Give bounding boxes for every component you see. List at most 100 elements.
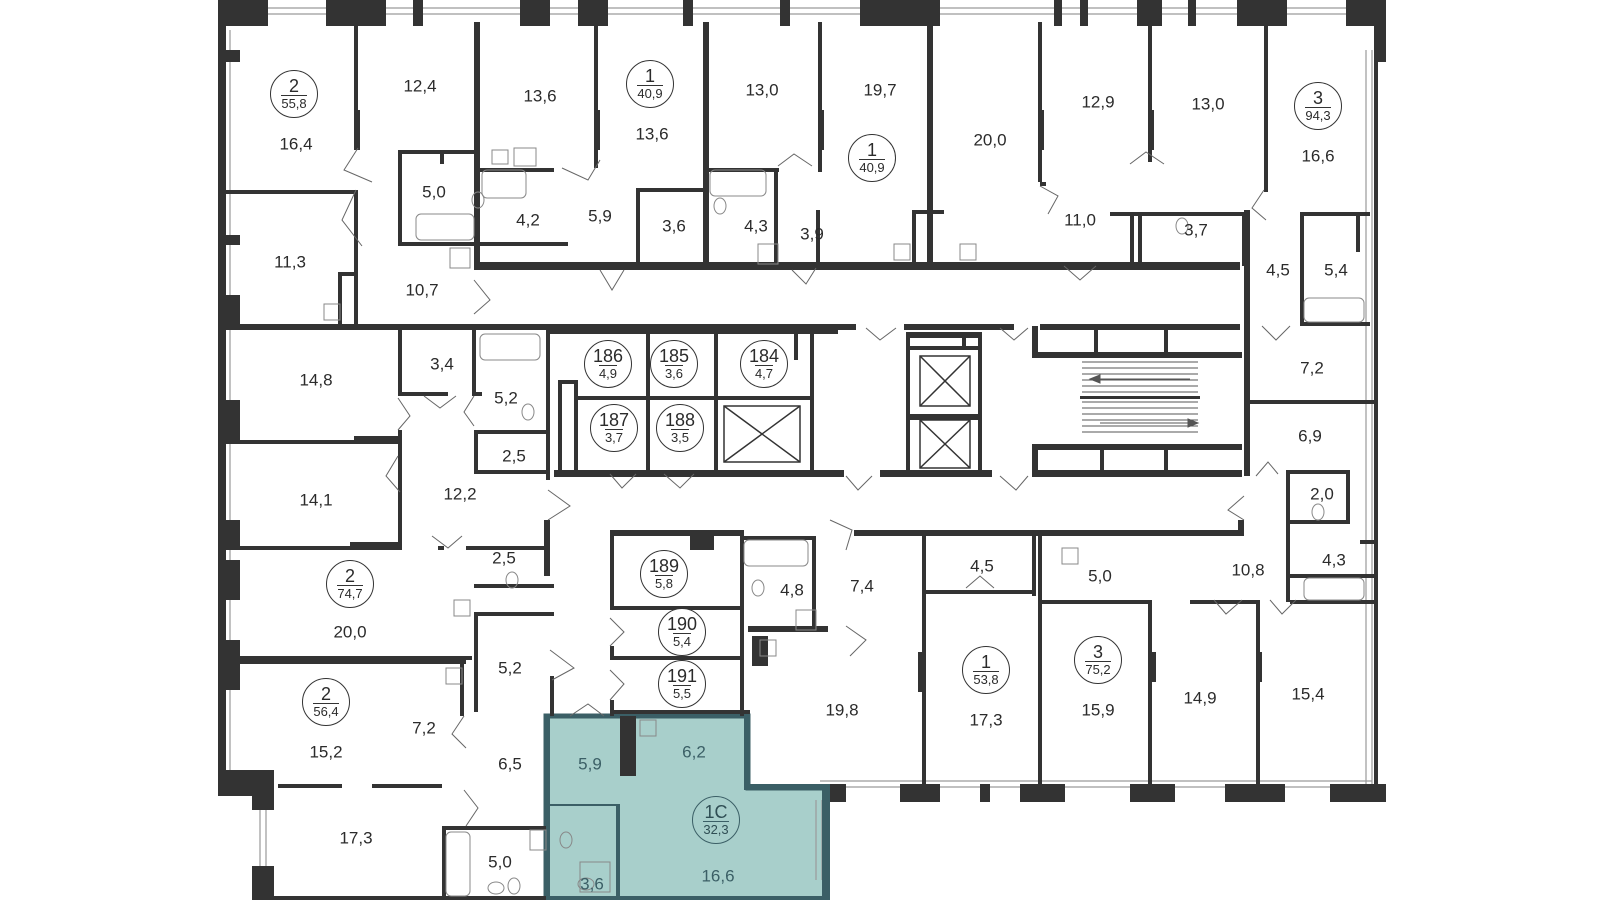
room-area: 3,4 (430, 354, 454, 374)
room-area: 4,3 (744, 216, 768, 236)
room-area: 4,3 (1322, 550, 1346, 570)
apartment-badge[interactable]: 2 74,7 (326, 560, 374, 608)
room-area: 3,6 (662, 216, 686, 236)
room-area: 2,5 (492, 548, 516, 568)
storage-number: 190 (666, 614, 698, 634)
room-area: 12,2 (443, 484, 477, 504)
room-area: 15,4 (1291, 684, 1325, 704)
storage-badge[interactable]: 188 3,5 (656, 404, 704, 452)
room-area: 7,2 (1300, 358, 1324, 378)
room-area: 2,5 (502, 446, 526, 466)
room-area: 15,2 (309, 742, 343, 762)
storage-badge[interactable]: 190 5,4 (658, 608, 706, 656)
room-area: 4,5 (970, 556, 994, 576)
storage-number: 184 (748, 346, 780, 366)
apartment-rooms: 1 (866, 140, 877, 160)
room-area: 6,2 (682, 742, 706, 762)
apartment-area: 74,7 (337, 585, 363, 601)
windows (223, 7, 1373, 900)
door-swings (341, 147, 1297, 827)
room-area: 6,9 (1298, 426, 1322, 446)
apartment-badge[interactable]: 1 40,9 (848, 134, 896, 182)
room-area: 10,8 (1231, 560, 1265, 580)
apartment-rooms: 3 (1312, 88, 1323, 108)
room-area: 5,9 (588, 206, 612, 226)
storage-badge[interactable]: 191 5,5 (658, 660, 706, 708)
room-area: 13,0 (1191, 94, 1225, 114)
apartment-area: 40,9 (637, 85, 663, 101)
room-area: 19,7 (863, 80, 897, 100)
room-area: 5,4 (1324, 260, 1348, 280)
room-area: 20,0 (973, 130, 1007, 150)
room-area: 5,9 (578, 754, 602, 774)
apartment-badge[interactable]: 1 40,9 (626, 60, 674, 108)
room-area: 16,6 (1301, 146, 1335, 166)
apartment-rooms: 2 (320, 684, 331, 704)
room-area: 14,1 (299, 490, 333, 510)
storage-area: 5,8 (654, 575, 674, 591)
room-area: 3,9 (800, 224, 824, 244)
room-area: 19,8 (825, 700, 859, 720)
room-area: 6,5 (498, 754, 522, 774)
room-area: 5,0 (1088, 566, 1112, 586)
apartment-rooms: 1С (704, 802, 728, 822)
storage-number: 185 (658, 346, 690, 366)
room-area: 14,9 (1183, 688, 1217, 708)
room-area: 3,6 (580, 874, 604, 894)
storage-number: 187 (598, 410, 630, 430)
storage-area: 5,4 (672, 633, 692, 649)
room-area: 12,4 (403, 76, 437, 96)
room-area: 5,0 (422, 182, 446, 202)
storage-area: 4,9 (598, 365, 618, 381)
room-area: 13,0 (745, 80, 779, 100)
room-area: 16,6 (701, 866, 735, 886)
apartment-badge[interactable]: 2 56,4 (302, 678, 350, 726)
room-area: 5,2 (494, 388, 518, 408)
storage-badge[interactable]: 184 4,7 (740, 340, 788, 388)
outer-walls (218, 0, 1386, 900)
elevator-shafts (723, 355, 971, 469)
storage-badge[interactable]: 186 4,9 (584, 340, 632, 388)
room-area: 12,9 (1081, 92, 1115, 112)
apartment-badge[interactable]: 2 55,8 (270, 70, 318, 118)
storage-area: 5,5 (672, 685, 692, 701)
apartment-area: 94,3 (1305, 107, 1331, 123)
apartment-rooms: 1 (980, 652, 991, 672)
storage-area: 3,7 (604, 429, 624, 445)
apartment-area: 40,9 (859, 159, 885, 175)
apartment-area: 55,8 (281, 95, 307, 111)
storage-badge[interactable]: 185 3,6 (650, 340, 698, 388)
storage-area: 4,7 (754, 365, 774, 381)
apartment-badge[interactable]: 1 53,8 (962, 646, 1010, 694)
storage-badge[interactable]: 187 3,7 (590, 404, 638, 452)
storage-badge[interactable]: 189 5,8 (640, 550, 688, 598)
apartment-area: 53,8 (973, 671, 999, 687)
room-area: 13,6 (635, 124, 669, 144)
storage-number: 188 (664, 410, 696, 430)
storage-area: 3,5 (670, 429, 690, 445)
apartment-area: 75,2 (1085, 661, 1111, 677)
room-area: 11,0 (1064, 210, 1096, 230)
storage-number: 189 (648, 556, 680, 576)
room-area: 4,8 (780, 580, 804, 600)
apartment-badge[interactable]: 3 75,2 (1074, 636, 1122, 684)
room-area: 7,2 (412, 718, 436, 738)
apartment-rooms: 2 (288, 76, 299, 96)
room-area: 17,3 (339, 828, 373, 848)
stairs (1082, 361, 1200, 433)
apartment-rooms: 2 (344, 566, 355, 586)
room-area: 7,4 (850, 576, 874, 596)
apartment-badge-highlighted[interactable]: 1С 32,3 (692, 796, 740, 844)
room-area: 17,3 (969, 710, 1003, 730)
interior-walls (226, 22, 1374, 900)
room-area: 5,0 (488, 852, 512, 872)
storage-area: 3,6 (664, 365, 684, 381)
room-area: 2,0 (1310, 484, 1334, 504)
room-area: 4,5 (1266, 260, 1290, 280)
fixtures (323, 147, 1365, 897)
apartment-area: 56,4 (313, 703, 339, 719)
apartment-badge[interactable]: 3 94,3 (1294, 82, 1342, 130)
room-area: 14,8 (299, 370, 333, 390)
room-area: 10,7 (405, 280, 439, 300)
